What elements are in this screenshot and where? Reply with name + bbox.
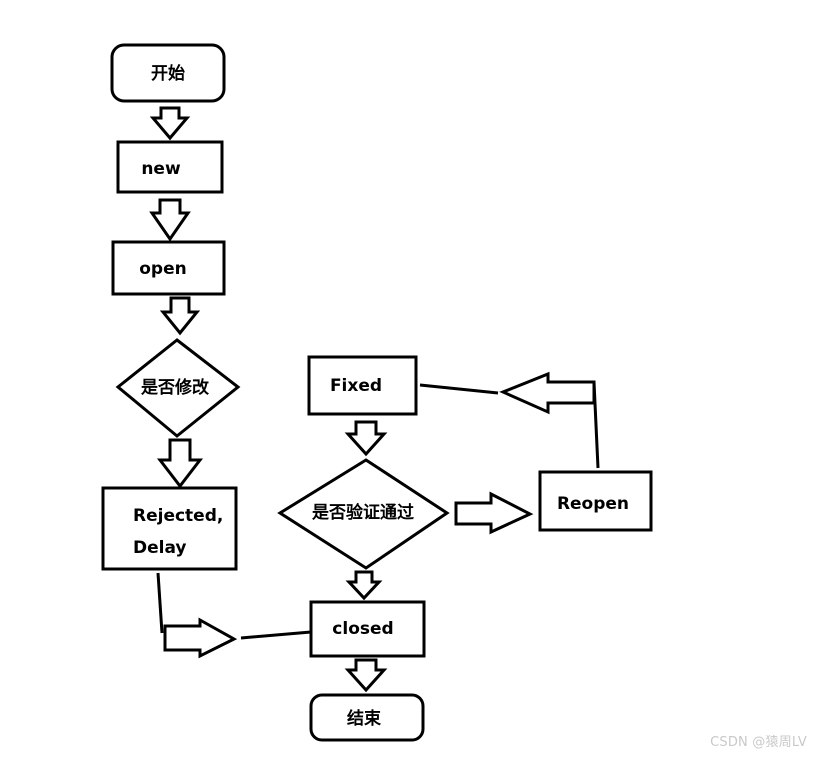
arrow-rejected-to-closed	[163, 617, 238, 659]
new-box	[116, 140, 224, 194]
closed-box	[309, 600, 426, 658]
fixed-box	[307, 355, 418, 416]
arrow-open-to-modify-decision	[159, 296, 201, 336]
rejected-label-line1: Rejected,	[133, 506, 223, 526]
arrow-verify-to-reopen	[454, 491, 534, 535]
arrow-start-to-new	[149, 106, 191, 141]
open-box	[111, 240, 226, 296]
start-terminal	[110, 43, 226, 103]
end-terminal	[309, 693, 425, 742]
open-label: open	[139, 259, 186, 279]
arrow-fixed-to-verify	[344, 420, 388, 457]
rejected-delay-box	[101, 486, 238, 571]
reopen-box	[538, 470, 653, 532]
modify-decision	[115, 338, 241, 438]
reopen-label: Reopen	[557, 494, 629, 514]
watermark: CSDN @猿周LV	[710, 735, 807, 750]
end-label: 结束	[347, 708, 381, 729]
arrow-closed-to-end	[344, 658, 388, 693]
arrow-verify-to-closed	[345, 570, 383, 601]
arrow-reopen-to-fixed	[499, 371, 596, 415]
modify-decision-label: 是否修改	[141, 377, 210, 398]
connector-to-fixed	[419, 383, 499, 395]
arrow-modify-to-rejected	[156, 438, 204, 489]
verify-decision-label: 是否验证通过	[312, 502, 414, 523]
closed-label: closed	[332, 619, 393, 639]
new-label: new	[141, 159, 181, 179]
arrow-new-to-open	[149, 198, 191, 242]
connector-rejected-down	[156, 572, 164, 634]
fixed-label: Fixed	[330, 376, 382, 396]
rejected-label-line2: Delay	[133, 538, 187, 558]
connector-to-closed	[240, 630, 312, 640]
start-label: 开始	[151, 63, 185, 84]
verify-decision	[277, 458, 450, 570]
